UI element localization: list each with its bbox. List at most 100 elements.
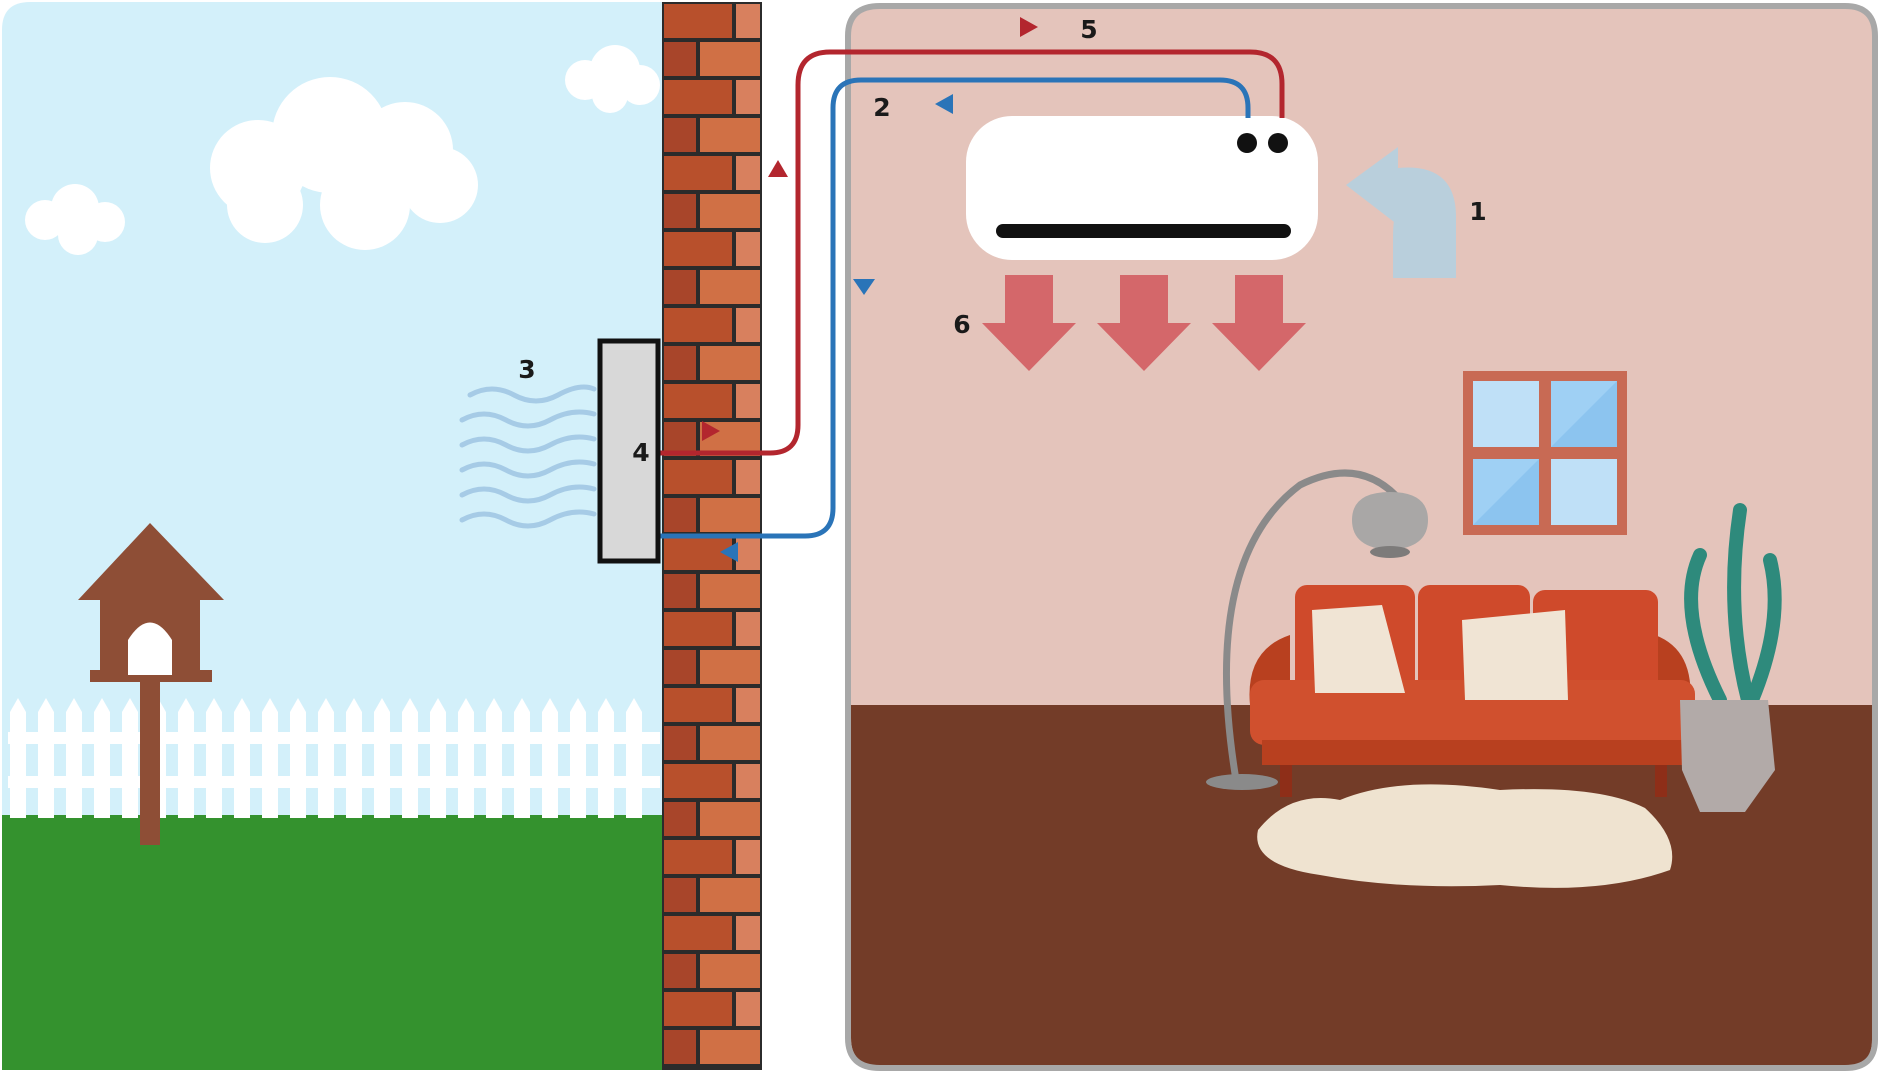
room-floor	[851, 705, 1872, 1066]
brick	[664, 156, 732, 190]
cloud-small-right	[565, 45, 660, 113]
sofa	[1249, 585, 1695, 797]
brick	[736, 460, 760, 494]
brick	[664, 840, 732, 874]
brick	[736, 156, 760, 190]
label-6: 6	[953, 310, 970, 339]
brick	[700, 650, 760, 684]
brick	[664, 878, 696, 912]
fence-picket	[38, 698, 54, 818]
fence-picket	[94, 698, 110, 818]
brick	[664, 346, 696, 380]
brick	[664, 4, 732, 38]
label-3: 3	[518, 355, 535, 384]
brick	[736, 840, 760, 874]
brick	[700, 878, 760, 912]
brick	[664, 612, 732, 646]
brick	[736, 764, 760, 798]
return-air-arrow-icon	[1346, 147, 1456, 278]
brick	[736, 688, 760, 722]
cold-flow-arrow-icon	[720, 542, 738, 562]
warm-air-arrow-icon	[982, 275, 1076, 371]
warm-air-arrow-icon	[1212, 275, 1306, 371]
fence-picket	[178, 698, 194, 818]
fence-picket	[402, 698, 418, 818]
brick	[736, 80, 760, 114]
outdoor-scene	[2, 2, 668, 1070]
brick	[664, 308, 732, 342]
label-2: 2	[873, 93, 890, 122]
fence-picket	[486, 698, 502, 818]
brick	[664, 460, 732, 494]
indoor-ac-unit	[966, 116, 1318, 260]
room-border	[845, 3, 1878, 1071]
brick	[664, 802, 696, 836]
fence-picket	[206, 698, 222, 818]
birdhouse	[78, 523, 224, 845]
outdoor-unit	[597, 338, 661, 564]
pipe-port-cold	[1237, 133, 1257, 153]
brick	[664, 992, 732, 1026]
brick	[664, 688, 732, 722]
label-5: 5	[1080, 15, 1097, 44]
brick	[664, 118, 696, 152]
fence-picket	[626, 698, 642, 818]
brick	[664, 574, 696, 608]
hot-flow-arrow-icon	[1020, 17, 1038, 37]
brick	[700, 1030, 760, 1064]
warm-air-arrow-icon	[1097, 275, 1191, 371]
brick	[736, 4, 760, 38]
fence-picket	[66, 698, 82, 818]
fence-picket	[262, 698, 278, 818]
hot-flow-arrow-icon	[768, 160, 788, 177]
brick	[700, 802, 760, 836]
brick	[736, 992, 760, 1026]
fence-picket	[318, 698, 334, 818]
brick	[664, 384, 732, 418]
flow-markers	[702, 17, 1038, 562]
brick	[664, 80, 732, 114]
brick	[664, 1030, 696, 1064]
brick	[700, 346, 760, 380]
brick	[736, 916, 760, 950]
brick	[664, 536, 732, 570]
indoor-room	[845, 3, 1878, 1071]
fence-picket	[542, 698, 558, 818]
fence-picket	[374, 698, 390, 818]
labels: 1 2 3 4 5 6	[518, 15, 1486, 467]
brick	[664, 650, 696, 684]
fence-picket	[290, 698, 306, 818]
brick	[736, 612, 760, 646]
brick	[664, 916, 732, 950]
exhaust-air-waves	[459, 384, 597, 529]
brick	[736, 384, 760, 418]
fence-picket	[430, 698, 446, 818]
brick	[700, 726, 760, 760]
cold-flow-arrow-icon	[935, 94, 953, 114]
fence-picket	[570, 698, 586, 818]
brick	[736, 536, 760, 570]
ac-vent	[996, 224, 1291, 238]
label-1: 1	[1469, 197, 1486, 226]
brick	[664, 42, 696, 76]
brick	[700, 574, 760, 608]
potted-plant	[1680, 503, 1782, 812]
heat-pump-icon	[597, 338, 661, 564]
brick	[700, 194, 760, 228]
hot-pipe	[660, 49, 1285, 456]
brick	[664, 498, 696, 532]
brick	[664, 194, 696, 228]
grass	[2, 815, 668, 1070]
hot-flow-arrow-icon	[702, 421, 720, 441]
brick	[700, 42, 760, 76]
brick	[664, 764, 732, 798]
fence-picket	[346, 698, 362, 818]
fence-picket	[458, 698, 474, 818]
fence-picket	[234, 698, 250, 818]
fence-picket	[514, 698, 530, 818]
rug	[1257, 784, 1673, 888]
brick	[664, 232, 732, 266]
refrigerant-pipes	[660, 49, 1285, 539]
cold-pipe	[660, 77, 1251, 539]
fence-picket	[122, 698, 138, 818]
